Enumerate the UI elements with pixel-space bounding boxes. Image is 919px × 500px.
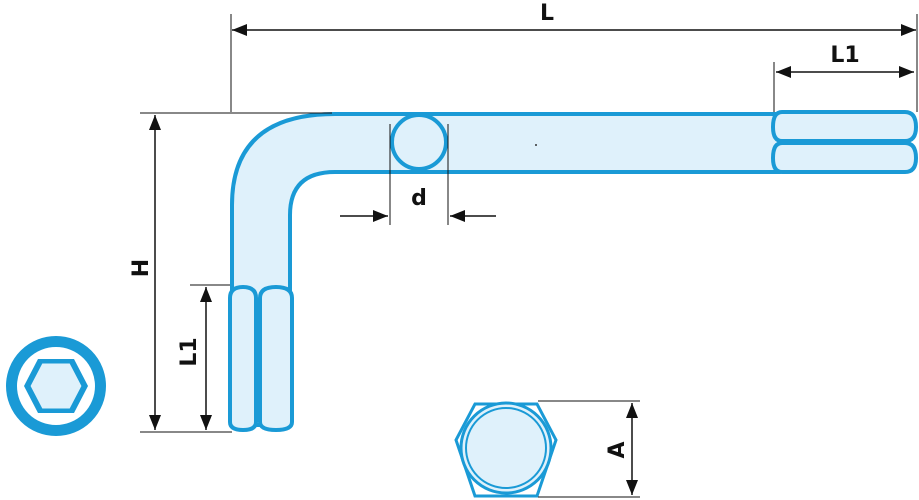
tip-length-left-label: L1 [177, 337, 202, 366]
diameter-label: d [411, 186, 427, 211]
dimension-tip-length-right: L1 [773, 43, 914, 112]
left-hex-tip [228, 284, 294, 433]
dimension-tip-length-left: L1 [177, 284, 230, 430]
key-outline [230, 112, 782, 427]
hex-socket-icon [6, 336, 106, 436]
hex-key-body [228, 110, 919, 433]
hex-end-view [454, 401, 558, 498]
dimension-diameter: d [340, 124, 496, 225]
across-flats-label: A [605, 441, 630, 458]
length-label: L [540, 1, 554, 26]
diameter-cross-section [390, 113, 448, 171]
right-hex-tip [770, 110, 919, 174]
height-label: H [129, 259, 154, 277]
tip-length-right-label: L1 [830, 43, 859, 68]
dimension-length: L [230, 1, 918, 112]
dimension-height: H [129, 112, 332, 433]
dimension-across-flats: A [538, 400, 640, 498]
